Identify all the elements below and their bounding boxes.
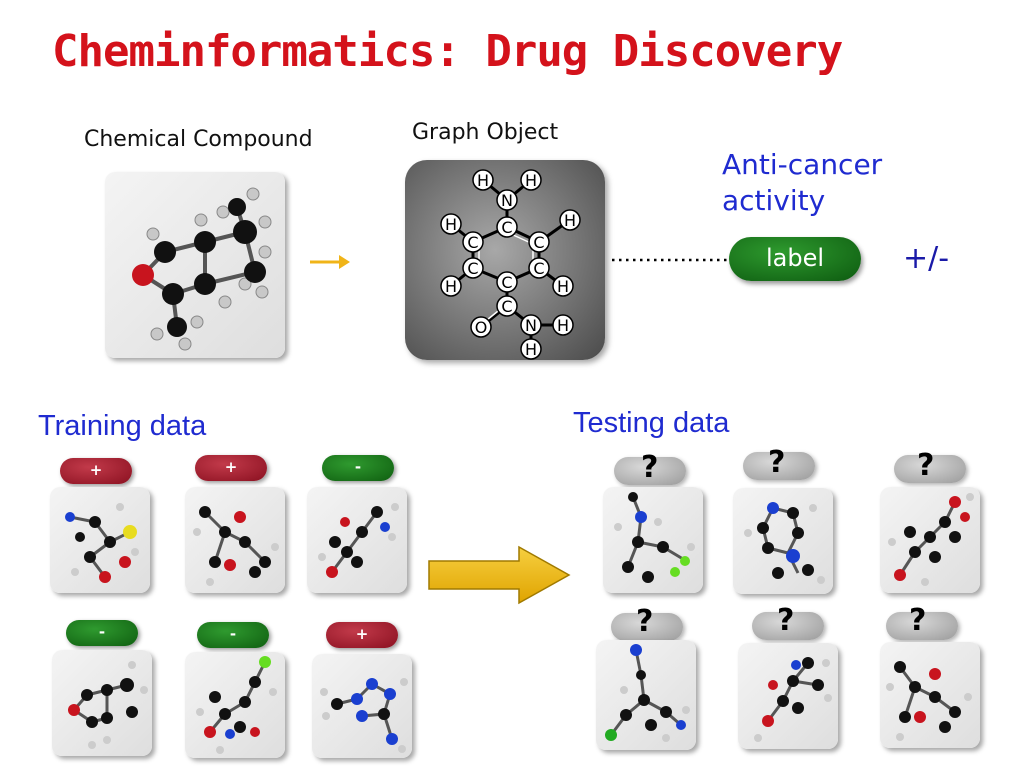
question-pill: [611, 613, 683, 641]
graph-atom: C: [501, 273, 512, 292]
testing-data-caption: Testing data: [573, 407, 730, 439]
graph-atom: C: [467, 233, 478, 252]
testing-molecule-tile: [603, 487, 703, 593]
graph-object-caption: Graph Object: [412, 120, 559, 145]
question-mark: ?: [768, 445, 786, 480]
graph-object-box: H H N H C H C C C C H C H C O N H H: [405, 160, 605, 360]
big-transition-arrow: [428, 545, 571, 605]
molecule-model: [754, 657, 832, 742]
molecule-model: [68, 661, 148, 749]
testing-molecule-tile: [733, 488, 833, 594]
molecule-model: [744, 502, 825, 584]
question-mark: ?: [909, 603, 927, 638]
testing-molecule-tile: [738, 643, 838, 749]
graph-atom: N: [501, 191, 513, 210]
molecule-model: [193, 506, 279, 586]
question-pill: [894, 455, 966, 483]
training-label-pill: +: [326, 622, 398, 648]
testing-molecule-tile: [880, 487, 980, 593]
training-molecule-tile: [50, 487, 150, 593]
question-pill: [886, 612, 958, 640]
training-label-pill: -: [197, 622, 269, 648]
testing-molecule-tile: [880, 642, 980, 748]
graph-atom: C: [501, 218, 512, 237]
training-label-pill: +: [60, 458, 132, 484]
graph-atom: H: [445, 215, 457, 234]
molecule-model: [65, 503, 139, 583]
sign-indicator: +/-: [903, 241, 950, 276]
molecule-model: [318, 503, 399, 578]
training-molecule-tile: [185, 487, 285, 593]
graph-atom: O: [475, 318, 488, 337]
training-label-pill: -: [66, 620, 138, 646]
molecular-graph: H H N H C H C C C C H C H C O N H H: [440, 169, 581, 360]
graph-atom: H: [564, 211, 576, 230]
small-orange-arrow: [310, 255, 350, 269]
activity-caption: Anti-cancer activity: [722, 148, 883, 217]
training-molecule-tile: [52, 650, 152, 756]
molecule-model: [888, 493, 974, 586]
training-label-pill: +: [195, 455, 267, 481]
label-pill: label: [729, 237, 861, 281]
training-molecule-tile: [312, 654, 412, 758]
graph-atom: H: [557, 316, 569, 335]
chemical-compound-caption: Chemical Compound: [84, 127, 313, 152]
question-mark: ?: [636, 604, 654, 639]
graph-atom: H: [525, 171, 537, 190]
dotted-connector: [612, 258, 730, 262]
graph-atom: C: [533, 259, 544, 278]
graph-atom: H: [525, 340, 537, 359]
question-pill: [752, 612, 824, 640]
molecule-model: [614, 492, 695, 583]
graph-atom: N: [525, 316, 537, 335]
compound-3d-tile: [105, 172, 285, 358]
molecule-model: [196, 656, 277, 754]
question-mark: ?: [777, 603, 795, 638]
molecule-model: [605, 644, 690, 742]
question-pill: [743, 452, 815, 480]
training-label-pill: -: [322, 455, 394, 481]
slide-title: Cheminformatics: Drug Discovery: [52, 26, 843, 77]
graph-atom: H: [557, 277, 569, 296]
question-mark: ?: [917, 448, 935, 483]
question-mark: ?: [641, 450, 659, 485]
graph-atom: H: [445, 277, 457, 296]
graph-atom: C: [533, 233, 544, 252]
graph-atom: H: [477, 171, 489, 190]
graph-atom: C: [501, 297, 512, 316]
question-pill: [614, 457, 686, 485]
compound-3d-model: [132, 187, 272, 351]
molecule-model: [320, 678, 408, 753]
testing-molecule-tile: [596, 640, 696, 750]
training-data-caption: Training data: [38, 410, 207, 442]
training-molecule-tile: [185, 652, 285, 758]
training-molecule-tile: [307, 487, 407, 593]
graph-atom: C: [467, 259, 478, 278]
molecule-model: [886, 661, 972, 741]
